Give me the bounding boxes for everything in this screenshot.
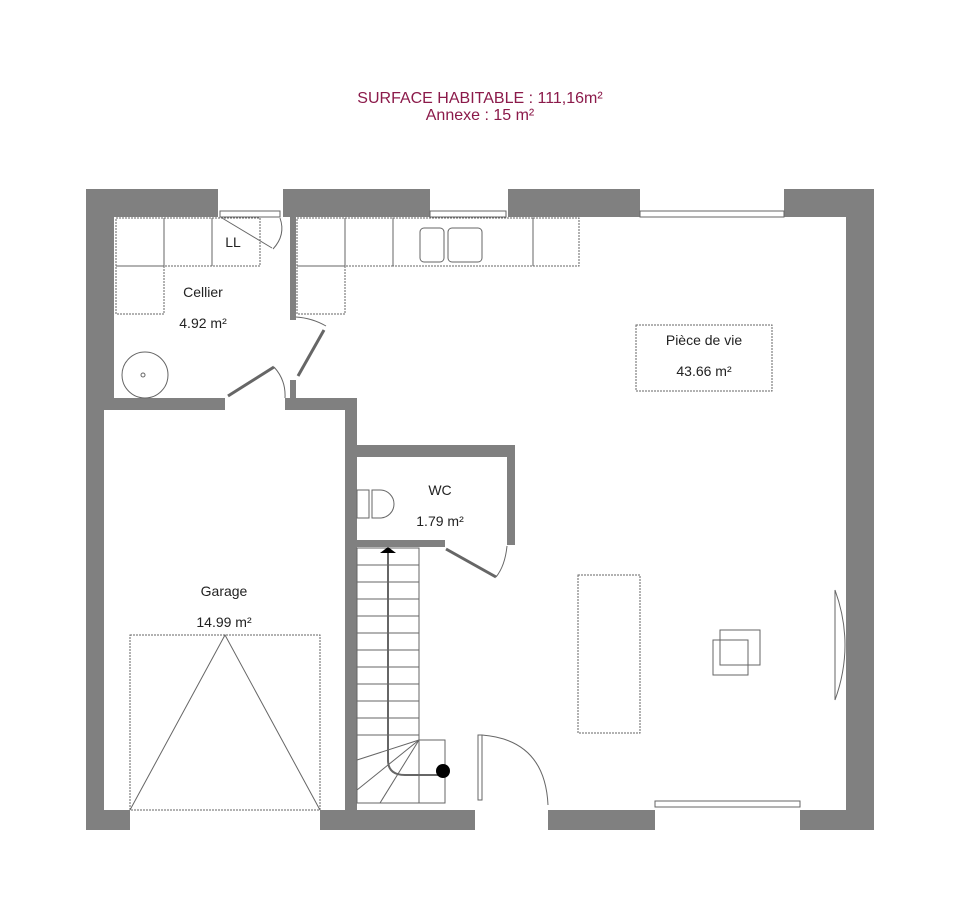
room-area-garage: 14.99 m² [196, 614, 252, 630]
fixtures [115, 210, 846, 811]
room-area-cellier: 4.92 m² [179, 315, 227, 331]
walls [86, 189, 874, 830]
room-area-wc: 1.79 m² [416, 513, 464, 529]
room-name-cellier: Cellier [183, 284, 223, 300]
room-name-piece-de-vie: Pièce de vie [666, 332, 742, 348]
stair-post-icon [436, 764, 450, 778]
surface-habitable: SURFACE HABITABLE : 111,16m² [357, 90, 603, 107]
room-name-garage: Garage [201, 583, 248, 599]
stair-arrow-icon [380, 547, 396, 553]
stair-steps [356, 564, 420, 804]
laundry-label: LL [225, 234, 241, 250]
room-area-piece-de-vie: 43.66 m² [676, 363, 732, 379]
room-name-wc: WC [428, 482, 451, 498]
annexe-surface: Annexe : 15 m² [425, 107, 535, 124]
